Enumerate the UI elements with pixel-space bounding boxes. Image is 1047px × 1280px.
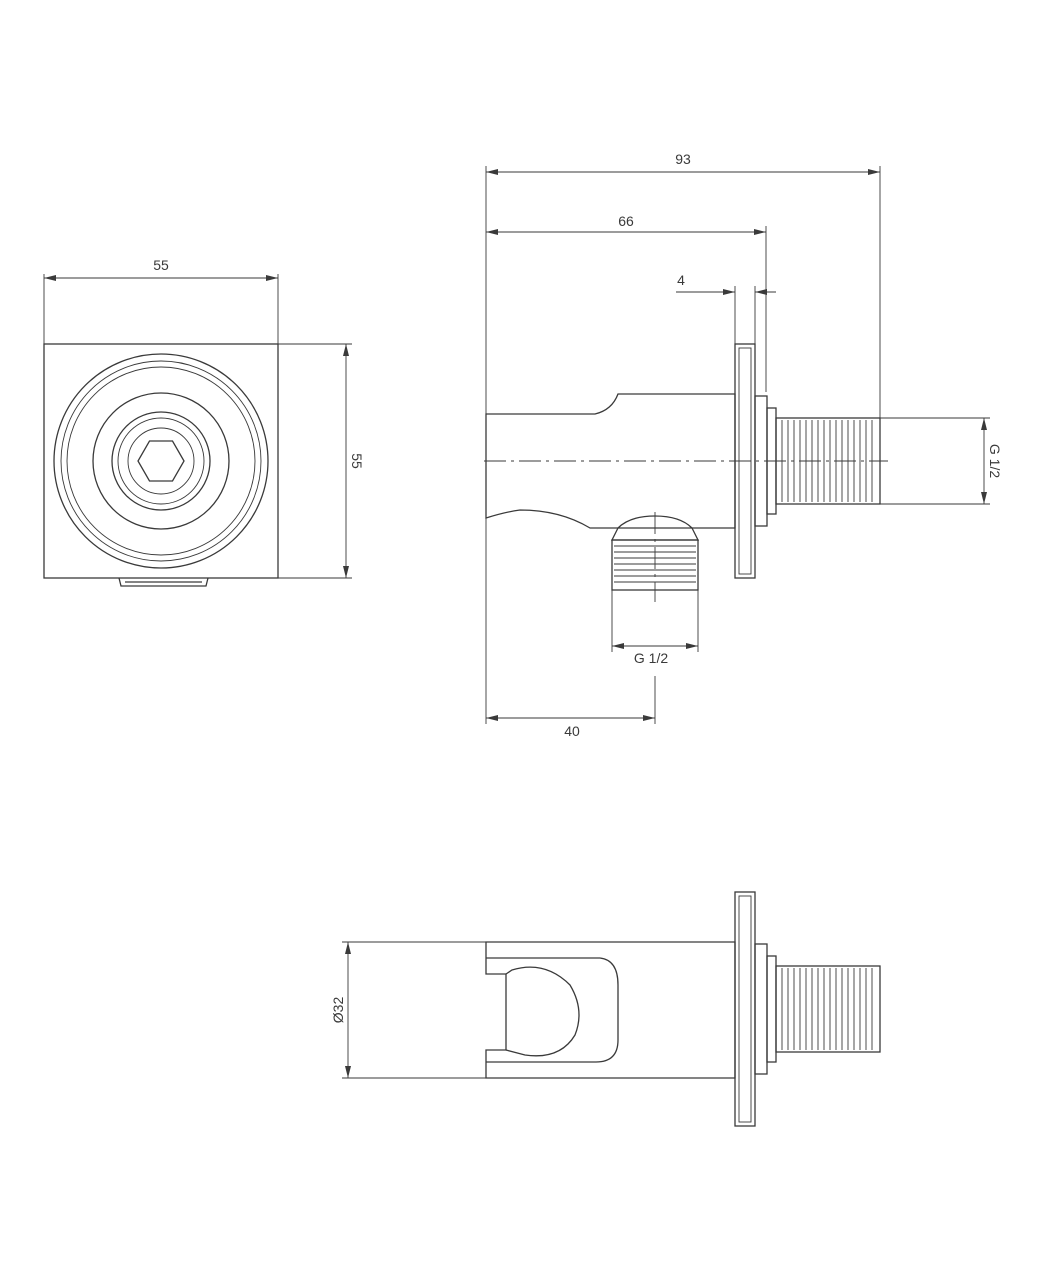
flange-thickness-label: 4 (677, 272, 685, 288)
width-label: 55 (153, 257, 169, 273)
front-view: 55 55 (43, 257, 365, 587)
arrow-head (755, 289, 767, 295)
body-outline (485, 393, 736, 529)
bottom-outlet-stub (118, 577, 209, 587)
outer-ring-inner (60, 360, 262, 562)
arrow-head (44, 275, 56, 281)
nut-ring-outer (111, 411, 211, 511)
side-view: 93 66 4 G 1/2 G 1/2 40 (484, 151, 1003, 739)
top-nut (754, 943, 768, 1075)
bore-circle (127, 427, 195, 495)
top-thread-lines (781, 968, 873, 1050)
body-ring (66, 366, 256, 556)
wall-plate-outline (43, 343, 279, 579)
top-view: Ø32 (330, 891, 881, 1127)
arrow-head (343, 566, 349, 578)
hose-cradle (505, 966, 580, 1057)
top-flange (734, 891, 756, 1127)
outlet-dome (610, 515, 700, 541)
hex-socket (137, 440, 185, 482)
arrow-head (612, 643, 624, 649)
arrow-head (643, 715, 655, 721)
top-flange-face (738, 895, 752, 1123)
arrow-head (981, 418, 987, 430)
arrow-head (486, 169, 498, 175)
top-nut-inner (766, 955, 777, 1063)
rear-thread-label: G 1/2 (987, 444, 1003, 478)
arrow-head (754, 229, 766, 235)
arrow-head (345, 942, 351, 954)
body-length-label: 66 (618, 213, 634, 229)
arrow-head (981, 492, 987, 504)
holder-slot (486, 957, 619, 1063)
top-thread (775, 965, 881, 1053)
outer-ring (53, 353, 269, 569)
outlet-thread-label: G 1/2 (634, 650, 668, 666)
arrow-head (343, 344, 349, 356)
arrow-head (868, 169, 880, 175)
arrow-head (486, 715, 498, 721)
outlet-offset-label: 40 (564, 723, 580, 739)
arrow-head (266, 275, 278, 281)
nut-ring-inner (117, 417, 205, 505)
diameter-label: Ø32 (330, 997, 346, 1024)
arrow-head (345, 1066, 351, 1078)
arrow-head (686, 643, 698, 649)
arrow-head (486, 229, 498, 235)
arrow-head (723, 289, 735, 295)
height-label: 55 (349, 453, 365, 469)
thread-ring (92, 392, 230, 530)
overall-length-label: 93 (675, 151, 691, 167)
